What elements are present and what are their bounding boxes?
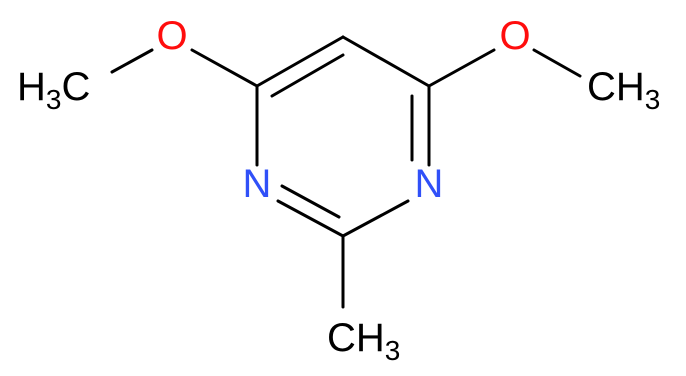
bond-c4-c5-double <box>270 53 345 98</box>
bond-o-left-ch3 <box>110 48 154 74</box>
methyl-bottom-ch: CH <box>327 316 385 360</box>
nitrogen-left-label: N <box>243 162 272 206</box>
methyl-right-ch: CH <box>587 65 645 109</box>
bond-c6-o-right <box>427 48 496 88</box>
bond-n1-c2 <box>341 199 410 238</box>
bond-c4-c5 <box>255 35 345 88</box>
nitrogen-right-label: N <box>415 162 444 206</box>
methyl-left-c: C <box>61 65 90 109</box>
oxygen-right-label: O <box>499 14 530 58</box>
methyl-bottom-label: CH3 <box>327 316 400 366</box>
methyl-right-subscript: 3 <box>645 84 661 115</box>
bond-c4-o-left <box>190 48 259 88</box>
bond-c2-n3 <box>276 199 345 238</box>
methyl-bottom-subscript: 3 <box>385 335 401 366</box>
bonds <box>110 35 582 309</box>
atom-labels: O O N N H3C CH3 CH3 <box>17 14 660 366</box>
bond-c2-n3-double <box>280 184 341 219</box>
methyl-left-label: H3C <box>17 65 90 115</box>
methyl-left-h: H <box>17 65 46 109</box>
oxygen-left-label: O <box>156 14 187 58</box>
methyl-right-label: CH3 <box>587 65 660 115</box>
methyl-left-subscript: 3 <box>46 84 62 115</box>
bond-o-right-ch3 <box>532 48 582 78</box>
bond-c5-c6 <box>341 35 431 88</box>
